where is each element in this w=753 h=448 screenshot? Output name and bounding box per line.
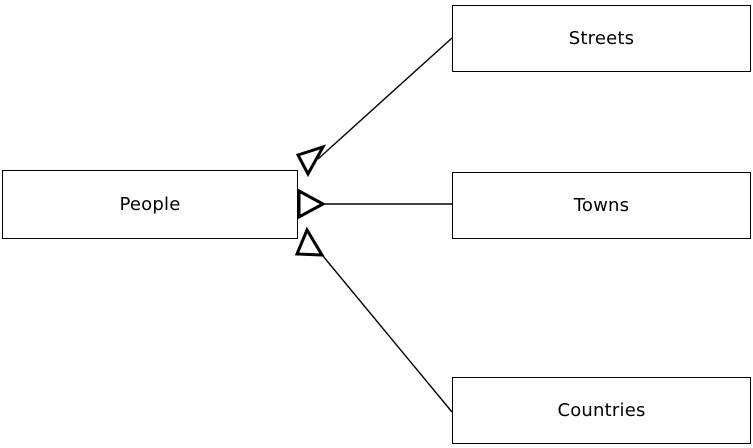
entity-node-streets[interactable]: Streets (452, 5, 751, 72)
entity-label-streets: Streets (568, 27, 635, 49)
entity-label-people: People (119, 193, 181, 215)
entity-node-people[interactable]: People (2, 170, 298, 239)
arrowhead-streets-icon (295, 144, 327, 178)
arrowhead-towns-icon (297, 188, 327, 220)
entity-node-countries[interactable]: Countries (452, 377, 751, 444)
entity-node-towns[interactable]: Towns (452, 172, 751, 239)
arrowhead-countries-icon (294, 226, 325, 257)
connector-people-countries[interactable] (317, 249, 453, 413)
entity-label-towns: Towns (573, 194, 630, 216)
connector-people-streets[interactable] (317, 37, 453, 160)
entity-label-countries: Countries (557, 399, 646, 421)
